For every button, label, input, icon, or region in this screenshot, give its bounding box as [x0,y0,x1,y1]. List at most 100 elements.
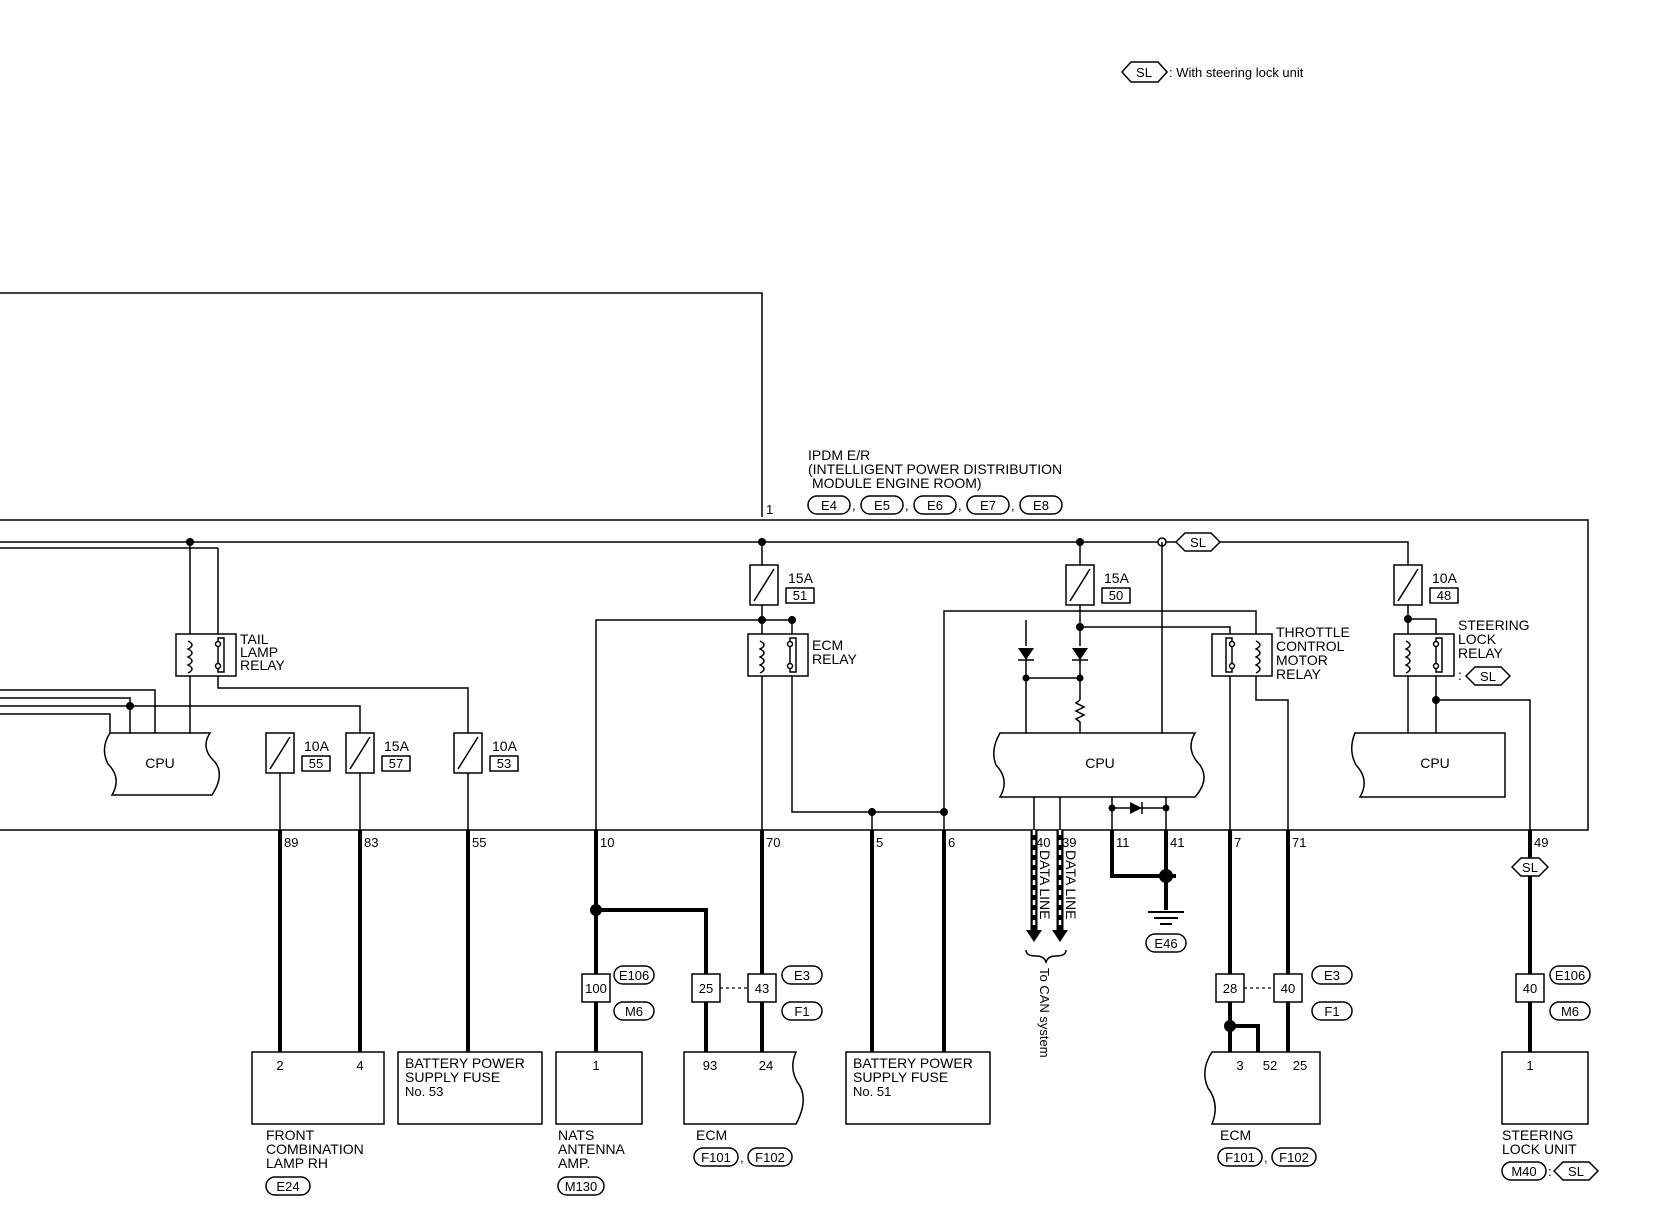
svg-text:25: 25 [699,981,713,996]
svg-text:E24: E24 [276,1179,299,1194]
fuse-55: 10A 55 [265,732,331,774]
terminal-1: 1 [766,502,773,517]
svg-text:RELAY: RELAY [1458,645,1504,661]
fuse-53: 10A 53 [453,732,519,774]
svg-text:55: 55 [472,835,486,850]
svg-text:6: 6 [948,835,955,850]
joint-25-43: 25 43 E3 F1 [691,965,823,1021]
svg-text::: : [1548,1164,1552,1179]
svg-text:55: 55 [309,756,323,771]
svg-text:5: 5 [876,835,883,850]
svg-text:RELAY: RELAY [1276,666,1322,682]
ipdm-title: IPDM E/R (INTELLIGENT POWER DISTRIBUTION… [808,447,1062,491]
svg-text:NATS: NATS [558,1127,594,1143]
svg-text:SUPPLY FUSE: SUPPLY FUSE [405,1069,500,1085]
joint-100: 100 E106 M6 [581,965,655,1021]
can-brace [1025,949,1067,965]
fuse-57: 15A 57 [345,732,411,774]
svg-text:41: 41 [1170,835,1184,850]
svg-text:CPU: CPU [1420,755,1450,771]
svg-text::: : [1458,667,1462,683]
data-line-label-40: DATA LINE [1037,850,1053,920]
svg-text:100: 100 [585,981,607,996]
ipdm-conn-e5: E5 [874,498,890,513]
svg-text:SL: SL [1190,535,1206,550]
svg-text:1: 1 [592,1058,599,1073]
svg-text:F101: F101 [701,1150,731,1165]
svg-text:83: 83 [364,835,378,850]
svg-text:39: 39 [1062,835,1076,850]
svg-text:11: 11 [1116,835,1130,850]
svg-text:52: 52 [1263,1058,1277,1073]
fuse-51: 15A 51 [749,564,815,606]
svg-text:FRONT: FRONT [266,1127,315,1143]
svg-text:LOCK: LOCK [1458,631,1497,647]
front-combination-lamp: 2 4 FRONT COMBINATION LAMP RH E24 [251,1051,385,1196]
ecm-left: 93 24 ECM F101 , F102 [683,1051,804,1167]
svg-text:MOTOR: MOTOR [1276,652,1328,668]
svg-text:ECM: ECM [696,1127,727,1143]
svg-text:70: 70 [766,835,780,850]
tail-relay-label-2: LAMP [240,644,278,660]
svg-text:ANTENNA: ANTENNA [558,1141,626,1157]
ipdm-conn-e4: E4 [821,498,837,513]
svg-text:E3: E3 [1324,968,1340,983]
joint-sl-40: SL 40 E106 M6 [1510,857,1591,1021]
battery-supply-fuse-51: BATTERY POWER SUPPLY FUSE No. 51 [845,1051,991,1125]
svg-text:93: 93 [703,1058,717,1073]
svg-text:10A: 10A [1432,570,1458,586]
svg-text:E46: E46 [1154,936,1177,951]
legend-tag: SL [1136,65,1152,80]
svg-text:E3: E3 [794,968,810,983]
tail-relay-label-1: TAIL [240,631,269,647]
svg-text:1: 1 [1526,1058,1533,1073]
svg-text:SUPPLY FUSE: SUPPLY FUSE [853,1069,948,1085]
svg-text:28: 28 [1223,981,1237,996]
svg-text:50: 50 [1109,588,1123,603]
svg-text:M6: M6 [625,1004,643,1019]
svg-text:F1: F1 [794,1004,809,1019]
svg-text:SL: SL [1480,669,1496,684]
svg-text:71: 71 [1292,835,1306,850]
svg-text:48: 48 [1437,588,1451,603]
svg-text:15A: 15A [384,738,410,754]
joint-28-40: 28 40 E3 F1 [1215,965,1353,1021]
svg-text:10A: 10A [492,738,518,754]
legend-text: : With steering lock unit [1169,65,1304,80]
svg-text:,: , [852,498,856,513]
svg-text:7: 7 [1234,835,1241,850]
data-line-label-39: DATA LINE [1063,850,1079,920]
svg-text:E106: E106 [1555,968,1585,983]
throttle-motor-relay: THROTTLE CONTROL MOTOR RELAY [1211,624,1350,682]
svg-text:89: 89 [284,835,298,850]
tail-relay-label-3: RELAY [240,657,286,673]
svg-text:F102: F102 [1279,1150,1309,1165]
svg-text:BATTERY POWER: BATTERY POWER [405,1055,525,1071]
svg-text:15A: 15A [1104,570,1130,586]
svg-text:M6: M6 [1561,1004,1579,1019]
svg-text:F101: F101 [1225,1150,1255,1165]
ecm-right: 3 52 25 ECM F101 , F102 [1204,1051,1321,1167]
cpu-right: CPU [1351,732,1506,798]
svg-text:,: , [958,498,962,513]
ipdm-conn-e8: E8 [1033,498,1049,513]
svg-text:SL: SL [1522,860,1538,875]
svg-text:40: 40 [1281,981,1295,996]
ipdm-module [0,519,1589,831]
ground-e46: E46 [1110,830,1187,953]
svg-text:51: 51 [793,588,807,603]
svg-text:43: 43 [755,981,769,996]
battery-supply-fuse-53: BATTERY POWER SUPPLY FUSE No. 53 [397,1051,543,1125]
svg-text:10: 10 [600,835,614,850]
ipdm-title-line1: IPDM E/R [808,447,870,463]
svg-text:,: , [740,1150,744,1165]
data-lines: DATA LINE DATA LINE To CAN system [1025,830,1079,1058]
svg-text:LAMP RH: LAMP RH [266,1155,328,1171]
svg-text:ECM: ECM [812,637,843,653]
ipdm-conn-e6: E6 [927,498,943,513]
ipdm-conn-e7: E7 [980,498,996,513]
svg-text:SL: SL [1568,1164,1584,1179]
ipdm-connectors: E4 , E5 , E6 , E7 , E8 [807,495,1063,515]
svg-text:LOCK UNIT: LOCK UNIT [1502,1141,1577,1157]
can-system-note: To CAN system [1037,968,1052,1058]
